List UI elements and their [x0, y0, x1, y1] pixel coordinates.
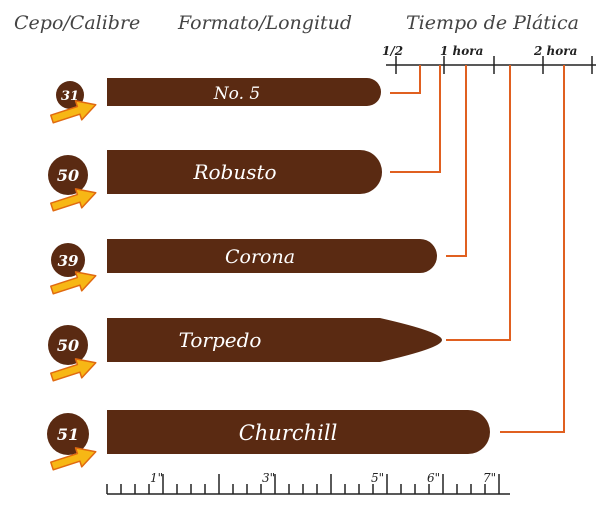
cigar-name: No. 5: [213, 84, 260, 104]
connector-corona: [446, 65, 467, 257]
cigar-no5: No. 5: [107, 78, 381, 106]
arrow-icon: [50, 100, 97, 124]
connector-torpedo: [446, 65, 511, 341]
ruler-label: 3": [262, 471, 275, 485]
gauge-value: 50: [57, 336, 79, 355]
ruler-label: 6": [427, 471, 440, 485]
cigar-body: [107, 318, 442, 362]
cigar-body: [107, 239, 437, 273]
time-connectors: [390, 65, 565, 433]
cigar-body: [107, 410, 490, 454]
arrow-icon: [50, 447, 97, 471]
gauge-badge: [48, 155, 88, 195]
cigar-torpedo: Torpedo: [107, 318, 442, 362]
connector-robusto: [390, 65, 441, 173]
ruler-labels: 1" 3" 5" 6" 7": [150, 471, 496, 485]
arrow-icon: [50, 358, 97, 382]
cigar-name: Torpedo: [179, 328, 262, 352]
length-ruler: [106, 474, 510, 495]
gauge-value: 39: [58, 252, 79, 270]
gauge-value: 50: [57, 166, 79, 185]
arrows: [50, 100, 97, 471]
cigar-corona: Corona: [107, 239, 437, 273]
gauge-badges: 31 50 39 50 51: [47, 81, 89, 455]
cigar-robusto: Robusto: [107, 150, 382, 194]
gauge-badge: [51, 243, 85, 277]
cigar-name: Robusto: [192, 160, 276, 184]
header-time: Tiempo de Plática: [406, 12, 579, 34]
cigar-churchill: Churchill: [107, 410, 490, 454]
ruler-label: 5": [371, 471, 384, 485]
arrow-icon: [50, 188, 97, 212]
cigar-body: [107, 78, 381, 106]
time-label-2h: 2 hora: [533, 44, 577, 58]
cigar-name: Churchill: [239, 421, 338, 445]
arrow-icon: [50, 271, 97, 295]
gauge-value: 31: [61, 89, 79, 104]
gauge-badge: [48, 325, 88, 365]
ruler-label: 7": [483, 471, 496, 485]
header-gauge: Cepo/Calibre: [14, 12, 141, 34]
ruler-label: 1": [150, 471, 163, 485]
cigar-name: Corona: [225, 246, 295, 268]
cigar-body: [107, 150, 382, 194]
gauge-badge: [47, 413, 89, 455]
gauge-value: 51: [57, 425, 79, 444]
connector-churchill: [500, 65, 565, 433]
connector-no5: [390, 65, 421, 94]
time-label-half: 1/2: [382, 44, 403, 58]
header-format: Formato/Longitud: [178, 12, 353, 34]
time-label-1h: 1 hora: [440, 44, 483, 58]
